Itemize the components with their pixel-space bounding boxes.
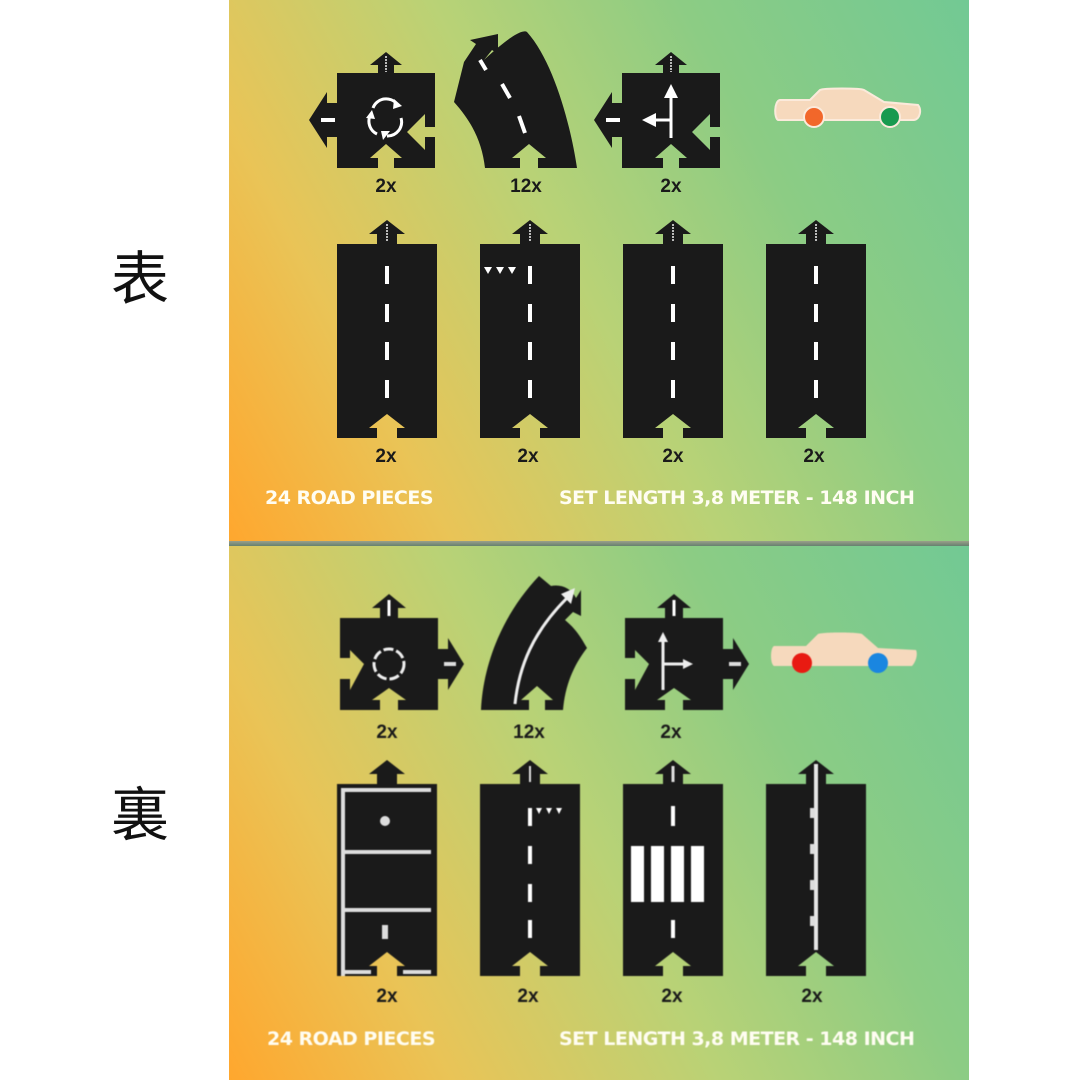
solid-line-piece [766,760,866,976]
roundabout-piece [309,52,435,168]
parking-piece [337,760,437,976]
front-panel: 2x 12x 2x 2x 2x 2x 2x 24 ROAD PIECES SET… [229,0,969,543]
count-parking: 2x [376,986,398,1007]
count-t-junction-back: 2x [660,722,682,743]
curve-piece [454,31,577,169]
count-straight-3: 2x [662,446,684,467]
count-curve: 12x [510,176,542,197]
t-junction-piece-back [625,594,749,710]
straight-piece-4 [766,220,866,438]
straight-give-way-back [480,760,580,976]
crosswalk-piece [623,760,723,976]
back-panel: 2x 12x 2x 2x 2x 2x 2x 24 ROAD PIECES SET… [229,546,969,1080]
footer-piece-count-back: 24 ROAD PIECES [267,1028,436,1050]
count-straight-2: 2x [517,446,539,467]
back-side-label: 裏 [110,781,169,849]
roundabout-piece-back [340,594,464,710]
count-straight-1: 2x [375,446,397,467]
panel-divider [229,541,969,547]
count-curve-back: 12x [513,722,545,743]
count-t-junction: 2x [660,176,682,197]
count-give-way-back: 2x [517,986,539,1007]
count-roundabout-back: 2x [376,722,398,743]
count-straight-4: 2x [803,446,825,467]
back-road-pieces-art [337,576,917,976]
count-solid-line: 2x [801,986,823,1007]
straight-piece-1 [337,220,437,438]
footer-set-length-back: SET LENGTH 3,8 METER - 148 INCH [559,1028,915,1050]
footer-set-length: SET LENGTH 3,8 METER - 148 INCH [559,487,915,509]
count-crosswalk: 2x [661,986,683,1007]
footer-piece-count: 24 ROAD PIECES [265,487,434,509]
toy-car [774,87,922,128]
front-side-label: 表 [110,245,169,313]
front-road-pieces-art [309,31,922,438]
t-junction-piece [594,52,720,168]
curve-piece-back [481,576,587,710]
count-roundabout: 2x [375,176,397,197]
straight-piece-give-way [480,220,580,438]
toy-car-back [771,632,917,673]
straight-piece-3 [623,220,723,438]
